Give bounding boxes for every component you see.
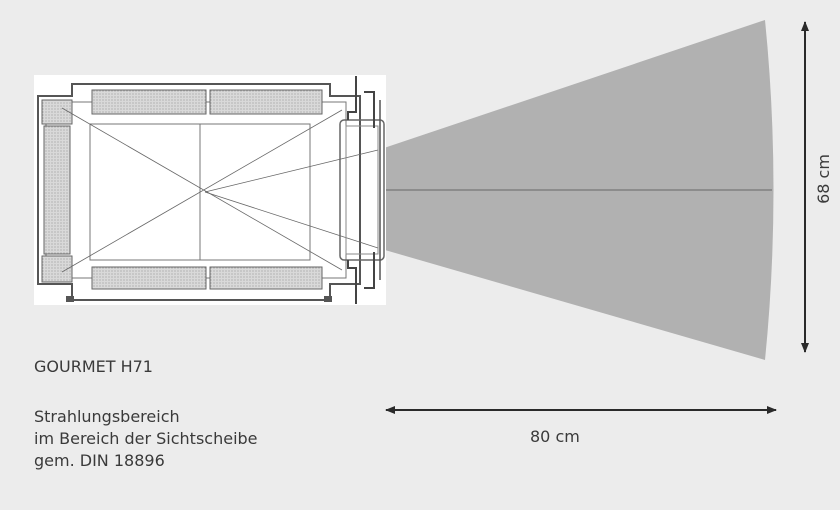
description-line-2: im Bereich der Sichtscheibe bbox=[34, 429, 258, 448]
model-name: GOURMET H71 bbox=[34, 357, 153, 376]
description-line-1: Strahlungsbereich bbox=[34, 407, 180, 426]
appliance-drawing bbox=[34, 75, 386, 305]
description-block: Strahlungsbereich im Bereich der Sichtsc… bbox=[34, 406, 258, 472]
width-dimension-label: 80 cm bbox=[530, 427, 580, 446]
height-dimension-label: 68 cm bbox=[814, 154, 833, 204]
description-line-3: gem. DIN 18896 bbox=[34, 451, 165, 470]
